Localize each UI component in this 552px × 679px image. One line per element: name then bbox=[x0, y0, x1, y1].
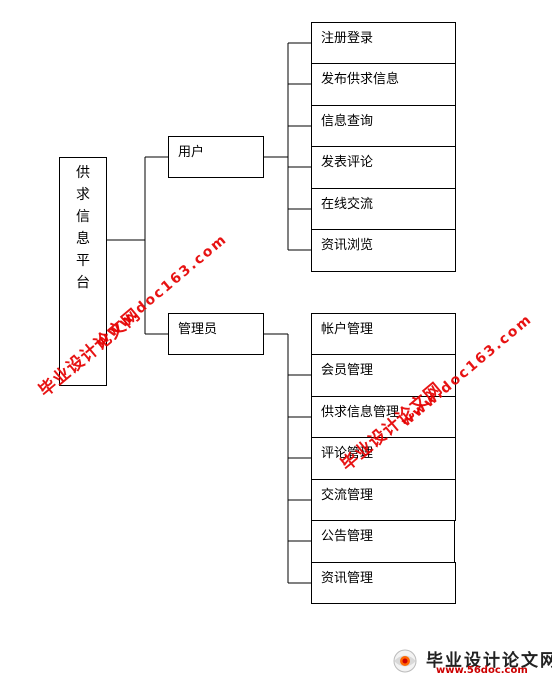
root-label: 供 求 信 息 平 台 bbox=[60, 162, 106, 294]
leaf-node: 供求信息管理 bbox=[311, 396, 456, 438]
logo-icon bbox=[393, 649, 417, 673]
logo-title: 毕业设计论文网 bbox=[426, 651, 552, 671]
branch-node-admin: 管理员 bbox=[168, 313, 264, 355]
branch-node-user: 用户 bbox=[168, 136, 264, 178]
leaf-label: 发表评论 bbox=[321, 155, 374, 170]
root-char: 台 bbox=[76, 275, 90, 291]
site-logo: 毕业设计论文网 www.56doc.com bbox=[388, 644, 552, 676]
root-char: 信 bbox=[76, 209, 90, 225]
leaf-label: 发布供求信息 bbox=[321, 72, 400, 87]
leaf-node: 评论管理 bbox=[311, 437, 456, 480]
leaf-node: 注册登录 bbox=[311, 22, 456, 64]
leaf-label: 资讯浏览 bbox=[321, 238, 374, 253]
leaf-label: 公告管理 bbox=[321, 529, 374, 544]
leaf-node: 交流管理 bbox=[311, 479, 456, 521]
leaf-node: 资讯管理 bbox=[311, 562, 456, 604]
leaf-node: 会员管理 bbox=[311, 354, 456, 397]
leaf-label: 评论管理 bbox=[321, 446, 374, 461]
leaf-label: 在线交流 bbox=[321, 197, 374, 212]
leaf-node: 信息查询 bbox=[311, 105, 456, 147]
branch-label: 用户 bbox=[178, 145, 205, 160]
logo-url: www.56doc.com bbox=[436, 665, 528, 676]
leaf-node: 发表评论 bbox=[311, 146, 456, 189]
branch-label: 管理员 bbox=[178, 322, 218, 337]
leaf-label: 信息查询 bbox=[321, 114, 374, 129]
leaf-label: 帐户管理 bbox=[321, 322, 374, 337]
leaf-label: 资讯管理 bbox=[321, 571, 374, 586]
leaf-label: 注册登录 bbox=[321, 31, 374, 46]
root-char: 供 bbox=[76, 165, 90, 181]
root-node: 供 求 信 息 平 台 bbox=[59, 157, 107, 386]
root-char: 息 bbox=[76, 231, 90, 247]
leaf-label: 供求信息管理 bbox=[321, 405, 400, 420]
leaf-node: 资讯浏览 bbox=[311, 229, 456, 272]
leaf-node: 帐户管理 bbox=[311, 313, 456, 355]
leaf-label: 交流管理 bbox=[321, 488, 374, 503]
leaf-node: 发布供求信息 bbox=[311, 63, 456, 106]
leaf-node: 公告管理 bbox=[311, 520, 455, 563]
leaf-node: 在线交流 bbox=[311, 188, 456, 230]
root-char: 求 bbox=[76, 187, 90, 203]
root-char: 平 bbox=[76, 253, 90, 269]
leaf-label: 会员管理 bbox=[321, 363, 374, 378]
